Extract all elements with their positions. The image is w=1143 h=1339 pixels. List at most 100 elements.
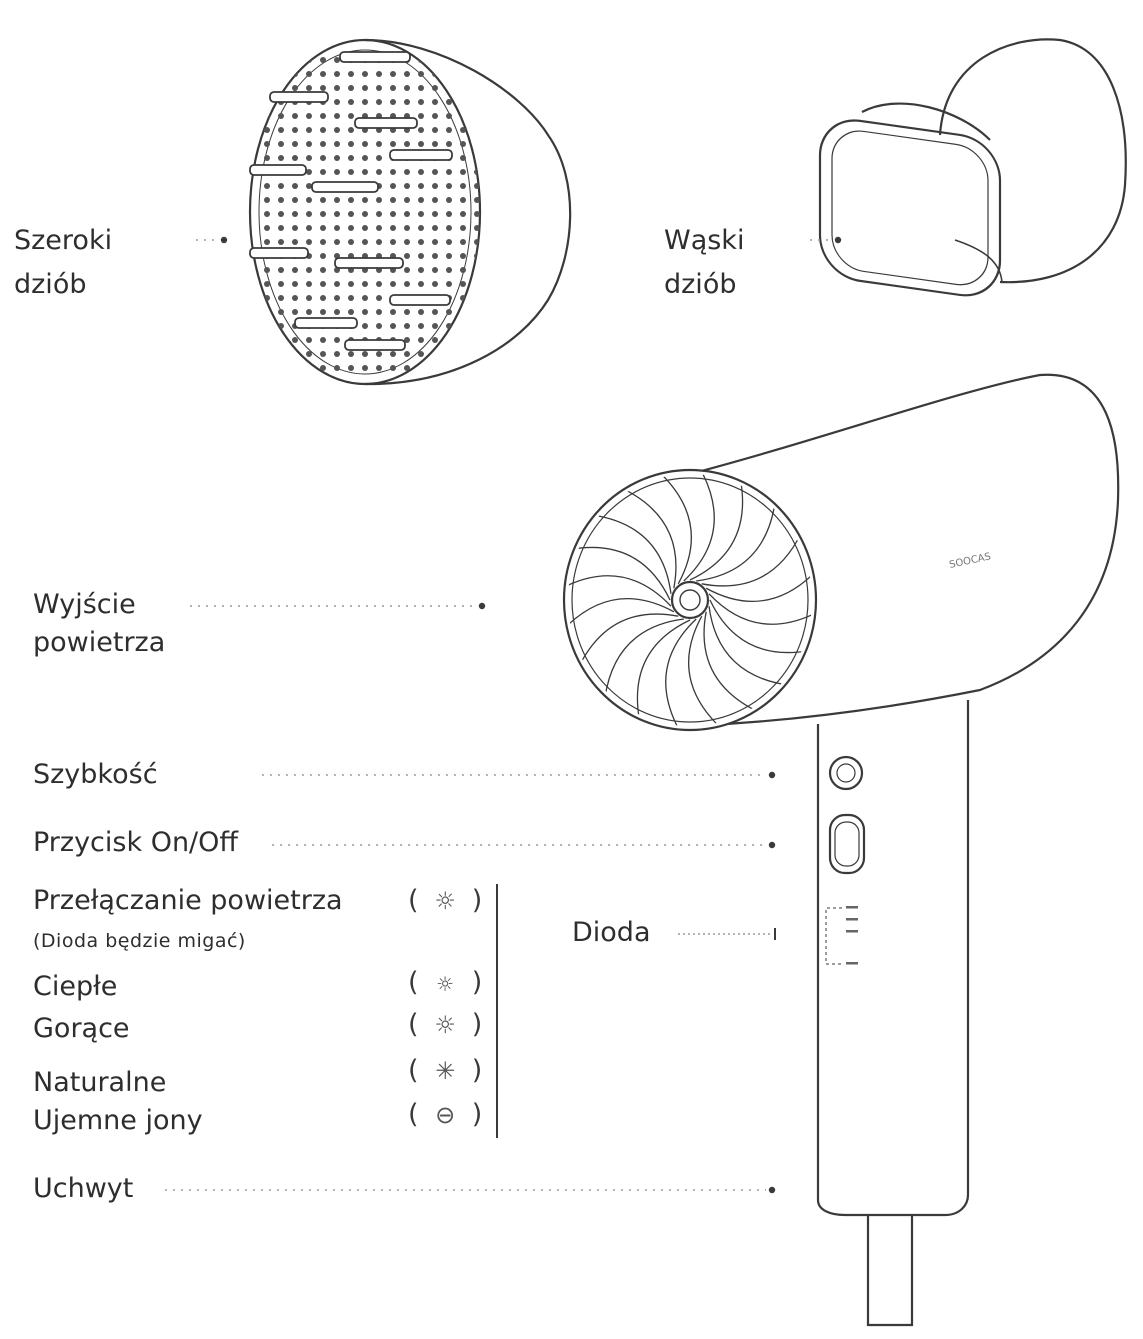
diffuser-hole: [264, 281, 270, 287]
diffuser-hole: [474, 225, 480, 231]
diffuser-hole: [264, 211, 270, 217]
diffuser-hole: [362, 71, 368, 77]
diffuser-hole: [306, 337, 312, 343]
diffuser-hole: [432, 127, 438, 133]
diffuser-hole: [460, 351, 466, 357]
diffuser-hole: [334, 239, 340, 245]
diffuser-hole: [376, 211, 382, 217]
diffuser-hole: [362, 323, 368, 329]
diffuser-hole: [278, 267, 284, 273]
diffuser-hole: [348, 169, 354, 175]
diffuser-hole: [432, 267, 438, 273]
diffuser-hole: [376, 323, 382, 329]
diffuser-hole: [446, 337, 452, 343]
diffuser-hole: [334, 113, 340, 119]
diffuser-hole: [278, 309, 284, 315]
diffuser-hole: [418, 141, 424, 147]
diffuser-hole: [474, 99, 480, 105]
sun-small-icon: ☼: [427, 965, 463, 1003]
diffuser-hole: [446, 127, 452, 133]
diffuser-hole: [404, 309, 410, 315]
diffuser-hole: [404, 225, 410, 231]
diffuser-hole: [460, 267, 466, 273]
diffuser-hole: [264, 365, 270, 371]
diffuser-hole: [320, 351, 326, 357]
diffuser-hole: [334, 85, 340, 91]
diffuser-hole: [446, 309, 452, 315]
narrow-nozzle-label-line-2: dziób: [664, 266, 744, 304]
diffuser-hole: [390, 281, 396, 287]
diffuser-hole: [432, 141, 438, 147]
diffuser-hole: [432, 57, 438, 63]
diffuser-hole: [460, 71, 466, 77]
diffuser-hole: [278, 127, 284, 133]
diffuser-hole: [446, 197, 452, 203]
diffuser-hole: [292, 155, 298, 161]
diffuser-hole: [418, 127, 424, 133]
sun-icon: ☼: [427, 1006, 463, 1044]
diffuser-hole: [390, 225, 396, 231]
diffuser-hole: [446, 169, 452, 175]
diffuser-hole: [460, 281, 466, 287]
diffuser-hole: [474, 141, 480, 147]
diffuser-hole: [320, 71, 326, 77]
diffuser-hole: [474, 295, 480, 301]
diffuser-hole: [334, 337, 340, 343]
diffuser-hole: [474, 85, 480, 91]
diffuser-hole: [474, 211, 480, 217]
diffuser-hole: [292, 197, 298, 203]
diffuser-hole: [292, 225, 298, 231]
ion-bubbles-icon: ⊖: [427, 1096, 463, 1134]
diffuser-hole: [474, 337, 480, 343]
diffuser-hole: [404, 197, 410, 203]
air-switch-icon: ( ☼ ): [408, 882, 482, 920]
diffuser-hole: [362, 85, 368, 91]
diffuser-hole: [306, 365, 312, 371]
diffuser-hole: [418, 71, 424, 77]
diffuser-hole: [376, 225, 382, 231]
mode-ion-icon: ( ⊖ ): [408, 1096, 482, 1134]
diffuser-hole: [348, 155, 354, 161]
diffuser-hole: [474, 197, 480, 203]
diffuser-hole: [362, 309, 368, 315]
diffuser-hole: [474, 281, 480, 287]
diffuser-hole: [264, 155, 270, 161]
led-label: Dioda: [572, 914, 651, 952]
diffuser-hole: [432, 211, 438, 217]
diffuser-hole: [446, 225, 452, 231]
diffuser-hole: [348, 197, 354, 203]
diffuser-hole: [404, 211, 410, 217]
mode-warm-icon: ( ☼ ): [408, 964, 482, 1003]
diffuser-hole: [390, 99, 396, 105]
diffuser-hole: [292, 337, 298, 343]
diffuser-hole: [376, 351, 382, 357]
diffuser-hole: [474, 127, 480, 133]
diffuser-hole: [446, 211, 452, 217]
diffuser-hole: [376, 281, 382, 287]
diffuser-hole: [460, 85, 466, 91]
mode-natural-icon: ( ✳ ): [408, 1052, 482, 1090]
brand-mark: SOOCAS: [948, 551, 992, 571]
diffuser-hole: [348, 295, 354, 301]
diffuser-hole: [446, 239, 452, 245]
diffuser-hole: [446, 99, 452, 105]
diffuser-hole: [390, 309, 396, 315]
diffuser-hole: [460, 155, 466, 161]
diffuser-hole: [278, 71, 284, 77]
diffuser-hole: [334, 365, 340, 371]
diffuser-hole: [362, 225, 368, 231]
diffuser-hole: [418, 85, 424, 91]
diffuser-hole: [460, 323, 466, 329]
diffuser-hole: [418, 267, 424, 273]
diffuser-hole: [292, 183, 298, 189]
diffuser-hole: [404, 183, 410, 189]
diffuser-hole: [292, 113, 298, 119]
wide-nozzle-label-line-1: Szeroki: [14, 222, 112, 260]
diffuser-hole: [404, 71, 410, 77]
diffuser-hole: [390, 365, 396, 371]
diffuser-hole: [474, 309, 480, 315]
diffuser-hole: [474, 351, 480, 357]
diffuser-hole: [362, 351, 368, 357]
diffuser-hole: [446, 351, 452, 357]
diffuser-hole: [292, 239, 298, 245]
